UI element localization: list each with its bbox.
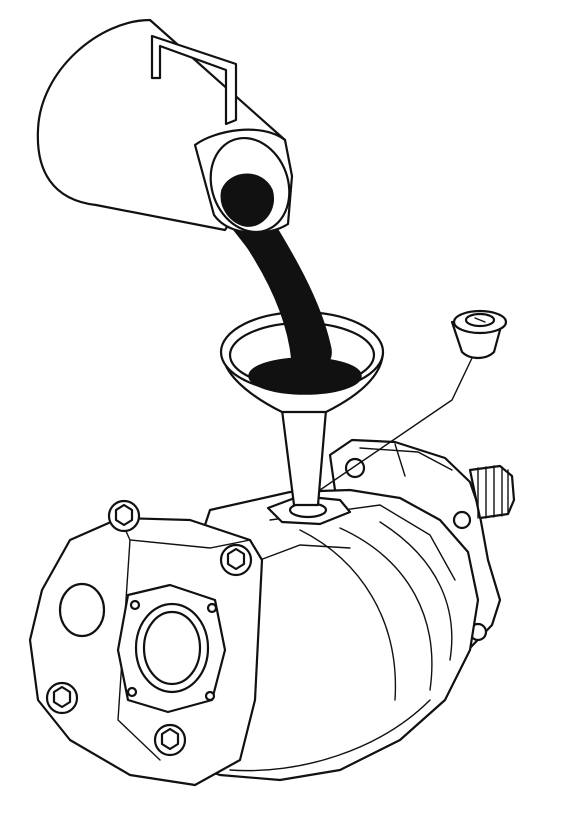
hex-bolt [107, 499, 141, 533]
jug-handle [150, 34, 238, 126]
funnel-stem [280, 408, 328, 507]
hex-bolt [219, 543, 253, 577]
drain-plug [319, 309, 508, 491]
oil-jug [36, 18, 294, 234]
hydraulic-pump [28, 438, 516, 787]
drive-shaft [468, 464, 516, 520]
hex-bolt [153, 723, 187, 757]
side-port [58, 582, 106, 638]
port-screw-hole [206, 602, 218, 614]
port-screw-hole [126, 686, 138, 698]
main-port [134, 602, 210, 694]
hex-bolt [45, 681, 79, 715]
port-screw-hole [204, 690, 216, 702]
flange-bolt-hole [452, 510, 472, 530]
leader-line [319, 357, 473, 491]
port-screw-hole [129, 599, 141, 611]
